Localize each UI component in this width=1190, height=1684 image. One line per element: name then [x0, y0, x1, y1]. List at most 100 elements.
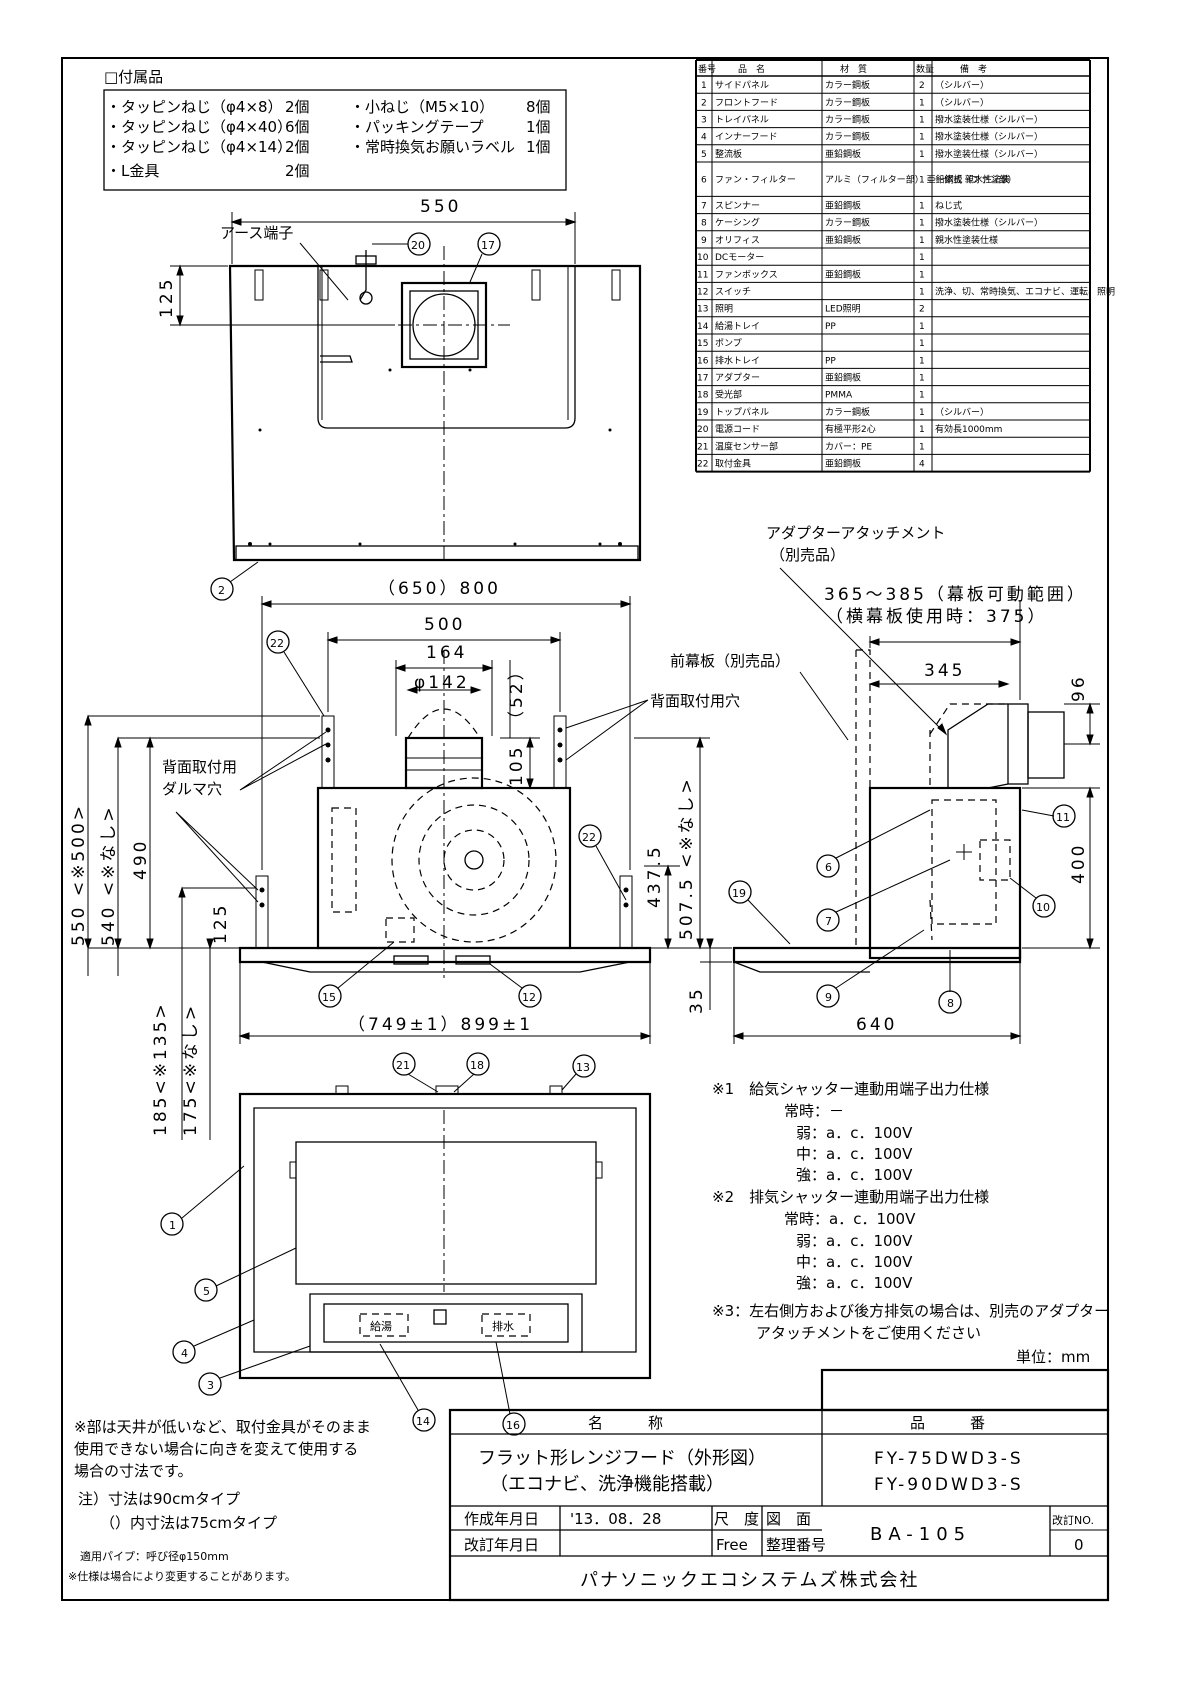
parts-row-remarks: 有効長1000mm [935, 423, 1002, 435]
top-dim-width: 550 [420, 197, 461, 217]
accessory-name: ・タッピンねじ（φ4×14） [106, 138, 292, 156]
parts-row-material: カラー鋼板 [825, 114, 870, 126]
adapter-label: アダプターアタッチメント [766, 524, 945, 542]
parts-row-qty: 1 [919, 236, 925, 246]
note2-title: ※2 排気シャッター連動用端子出力仕様 [712, 1188, 989, 1206]
callout-19: 19 [732, 887, 746, 900]
callout-20: 20 [411, 239, 425, 252]
parts-row-name: 電源コード [715, 424, 760, 435]
note1-line: 弱：a．c．100V [796, 1124, 913, 1142]
drawing-number: BA-105 [870, 1524, 971, 1545]
footnote-line: ※部は天井が低いなど、取付金具がそのまま [74, 1418, 371, 1436]
number-label: 整理番号 [766, 1536, 826, 1554]
parts-row-material: カラー鋼板 [825, 79, 870, 91]
parts-table-header: 番号 [698, 63, 716, 75]
callout-10: 10 [1036, 901, 1050, 914]
parts-row-name: 照明 [715, 304, 733, 315]
parts-table-header: 備 考 [960, 63, 987, 75]
callout-15: 15 [322, 991, 336, 1004]
front-dim-105: 105 [507, 745, 527, 786]
daruma-label-1: 背面取付用 [162, 758, 237, 776]
parts-table-header: 数量 [916, 63, 934, 75]
front-dim-540: 540 <※なし> [99, 804, 119, 946]
parts-row-qty: 2 [919, 305, 925, 315]
parts-row-qty: 1 [919, 408, 925, 418]
name-line2: （エコナビ、洗浄機能搭載） [490, 1474, 724, 1495]
callout-7: 7 [825, 915, 832, 928]
parts-row-number: 1 [701, 81, 707, 91]
parts-row-remarks: 撥水塗装仕様（シルバー） [935, 148, 1043, 160]
daruma-label-2: ダルマ穴 [162, 780, 222, 798]
parts-row-material: カバー：PE [825, 441, 872, 452]
callout-1: 1 [169, 1219, 176, 1232]
accessory-qty: 6個 [285, 118, 310, 136]
callout-5: 5 [203, 1285, 210, 1298]
part-number-2: FY-90DWD3-S [874, 1475, 1024, 1495]
footnote-line: （）内寸法は75cmタイプ [100, 1514, 277, 1532]
note2-line: 中：a．c．100V [796, 1253, 913, 1271]
front-dim-185: 185<※135> [151, 1001, 171, 1136]
footnote-line: 場合の寸法です。 [74, 1462, 193, 1480]
parts-row-number: 7 [701, 202, 707, 212]
parts-row-qty: 1 [919, 176, 925, 186]
front-dim-164: 164 [426, 643, 467, 663]
accessories-title: □付属品 [104, 68, 163, 86]
accessory-qty: 1個 [526, 118, 551, 136]
front-dim-507: 507.5 <※なし> [677, 776, 697, 940]
front-dim-142: φ142 [414, 673, 470, 693]
parts-row-name: トップパネル [715, 407, 769, 418]
created-label: 作成年月日 [464, 1510, 539, 1528]
parts-row-material: PMMA [825, 391, 853, 401]
parts-row-qty: 1 [919, 356, 925, 366]
side-view: 365～385（幕板可動範囲） （横幕板使用時：375） 345 96 400 … [670, 524, 1100, 1044]
parts-row-remarks: 撥水塗装仕様（シルバー） [935, 131, 1043, 143]
parts-row-remarks: （シルバー） [935, 407, 989, 418]
parts-row-name: トレイパネル [715, 115, 769, 126]
parts-row-qty: 1 [919, 133, 925, 143]
title-block: 名 称 品 番 フラット形レンジフード（外形図） （エコナビ、洗浄機能搭載） F… [448, 1368, 1110, 1602]
drawing-label: 図 面 [766, 1510, 811, 1528]
parts-row-name: 給湯トレイ [715, 320, 760, 332]
parts-row-qty: 1 [919, 253, 925, 263]
parts-row-number: 9 [701, 236, 707, 246]
parts-row-material: PP [825, 322, 836, 332]
parts-row-qty: 1 [919, 270, 925, 280]
parts-row-number: 18 [697, 391, 709, 401]
parts-row-remarks: 洗浄、切、常時換気、エコナビ、運転、照明 [935, 286, 1115, 298]
parts-row-name: 温度センサー部 [715, 440, 778, 452]
parts-row-name: スイッチ [715, 287, 751, 298]
parts-row-qty: 1 [919, 288, 925, 298]
callout-22: 22 [270, 637, 284, 650]
callout-14: 14 [416, 1415, 430, 1428]
front-dim-800: （650）800 [378, 579, 501, 599]
parts-row-name: アダプター [715, 372, 760, 384]
bottom-view: 給湯 排水 21 18 13 1 5 4 3 14 16 [160, 1052, 652, 1436]
parts-row-number: 11 [697, 270, 708, 280]
callout-6: 6 [825, 861, 832, 874]
created-value: '13．08．28 [570, 1510, 661, 1528]
name-line1: フラット形レンジフード（外形図） [478, 1448, 766, 1469]
parts-row-remarks: 親水性塗装仕様 [935, 234, 998, 246]
side-dim-96: 96 [1069, 674, 1089, 702]
parts-row-qty: 4 [919, 460, 925, 470]
side-dim-35: 35 [687, 986, 707, 1014]
parts-row-number: 21 [697, 442, 708, 452]
parts-row-number: 22 [697, 460, 708, 470]
parts-row-material: カラー鋼板 [825, 96, 870, 108]
parts-row-name: ケーシング [715, 217, 760, 229]
side-dim-375: （横幕板使用時：375） [826, 606, 1047, 627]
footnote-line: 使用できない場合に向きを変えて使用する [74, 1440, 358, 1458]
note1-line: 常時：－ [784, 1102, 844, 1120]
parts-row-number: 14 [697, 322, 709, 332]
top-view: 550 125 アース端子 20 17 2 [157, 197, 642, 601]
parts-row-material: 亜鉛鋼板 [825, 372, 861, 384]
parts-row-name: インナーフード [715, 132, 777, 143]
parts-row-name: ファンボックス [715, 269, 778, 280]
parts-row-name: 取付金具 [715, 458, 751, 470]
note2-line: 強：a．c．100V [796, 1274, 913, 1292]
note1-line: 強：a．c．100V [796, 1166, 913, 1184]
parts-row-remarks: 撥水塗装仕様（シルバー） [935, 217, 1043, 229]
parts-row-remarks: ねじ式 [935, 200, 962, 212]
side-dim-345: 345 [924, 661, 965, 681]
parts-table-header: 品 名 [738, 63, 765, 75]
